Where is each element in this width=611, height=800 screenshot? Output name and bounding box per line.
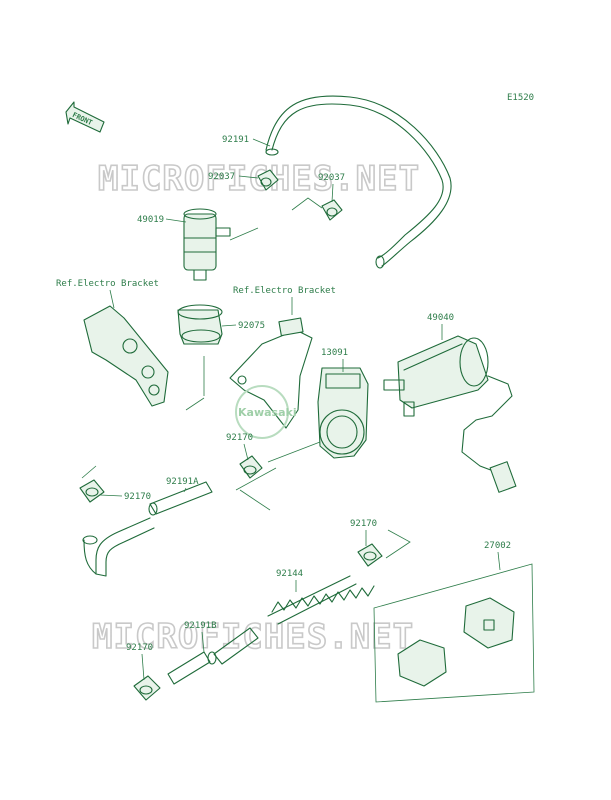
spring-92144 <box>267 575 375 625</box>
electro-bracket-left <box>83 305 169 407</box>
label-ref-bracket-left: Ref.Electro Bracket <box>56 279 159 289</box>
fuel-filter-49019 <box>183 208 231 281</box>
label-92191b: 92191B <box>184 621 217 631</box>
front-arrow-icon: FRONT <box>65 101 105 133</box>
label-49040: 49040 <box>427 313 454 323</box>
label-ref-bracket-right: Ref.Electro Bracket <box>233 286 336 296</box>
clamp-92170-d <box>133 675 161 701</box>
label-92144: 92144 <box>276 569 303 579</box>
label-92170-d: 92170 <box>126 643 153 653</box>
label-27002: 27002 <box>484 541 511 551</box>
electro-bracket-right <box>229 317 313 429</box>
watermark-bottom: MICROFICHES.NET <box>92 617 414 657</box>
kawasaki-logo: Kawasaki <box>235 385 297 439</box>
hose-92191 <box>265 95 452 269</box>
fuel-pump-49040 <box>383 335 489 417</box>
clamp-92170-a <box>239 455 263 479</box>
clamp-92037-left <box>257 169 279 191</box>
clamp-92037-right <box>321 199 343 221</box>
label-92037-left: 92037 <box>208 172 235 182</box>
label-13091: 13091 <box>321 348 348 358</box>
label-92170-a: 92170 <box>226 433 253 443</box>
relay-27002 <box>373 563 535 703</box>
pump-holder-13091 <box>317 367 369 459</box>
label-92170-c: 92170 <box>350 519 377 529</box>
hose-92191a <box>82 481 213 577</box>
label-92075: 92075 <box>238 321 265 331</box>
holder-92075 <box>177 304 223 345</box>
diagram-code: E1520 <box>507 93 534 103</box>
label-92037-right: 92037 <box>318 173 345 183</box>
label-92191: 92191 <box>222 135 249 145</box>
clamp-92170-c <box>357 543 383 567</box>
center-logo-text: Kawasaki <box>238 406 297 419</box>
label-49019: 49019 <box>137 215 164 225</box>
clamp-92170-b <box>79 479 105 503</box>
label-92170-b: 92170 <box>124 492 151 502</box>
watermark-top: MICROFICHES.NET <box>98 159 420 199</box>
label-92191a: 92191A <box>166 477 199 487</box>
hose-92191b <box>167 627 259 685</box>
